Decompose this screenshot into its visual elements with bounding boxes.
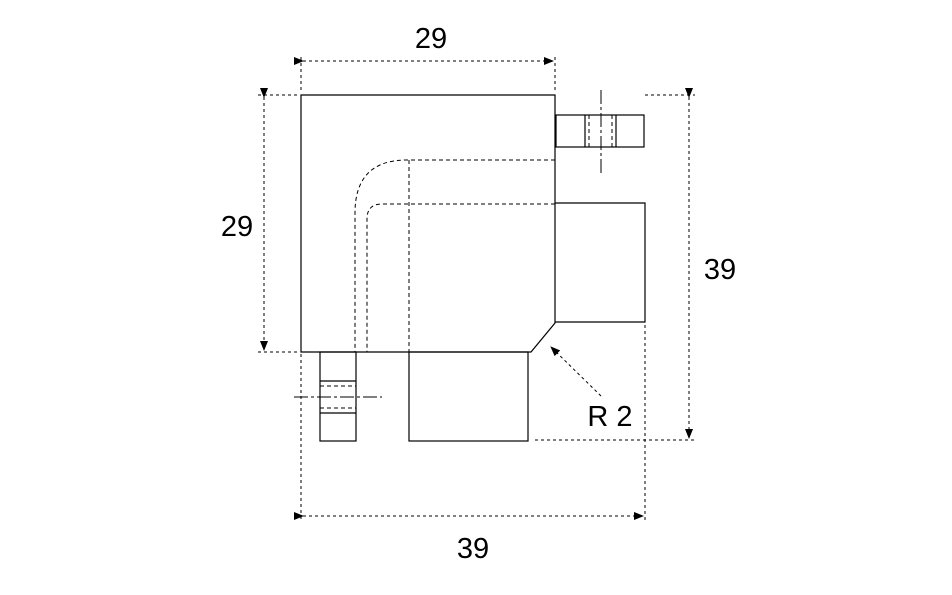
radius-leader-line — [550, 346, 602, 397]
inner-channel-hidden-outer — [354, 159, 555, 352]
dimension-label-left-height: 29 — [221, 211, 253, 243]
inner-channel-hidden-inner — [366, 203, 555, 352]
main-body-outline — [300, 94, 556, 353]
dimension-label-top-width: 29 — [415, 23, 447, 55]
bottom-block-outline — [408, 351, 529, 442]
dimension-label-bottom-width: 39 — [457, 533, 489, 565]
radius-label: R 2 — [587, 401, 632, 433]
right-block-outline — [555, 202, 646, 323]
right-tab-outline — [555, 114, 645, 148]
dimension-label-right-height: 39 — [704, 254, 736, 286]
